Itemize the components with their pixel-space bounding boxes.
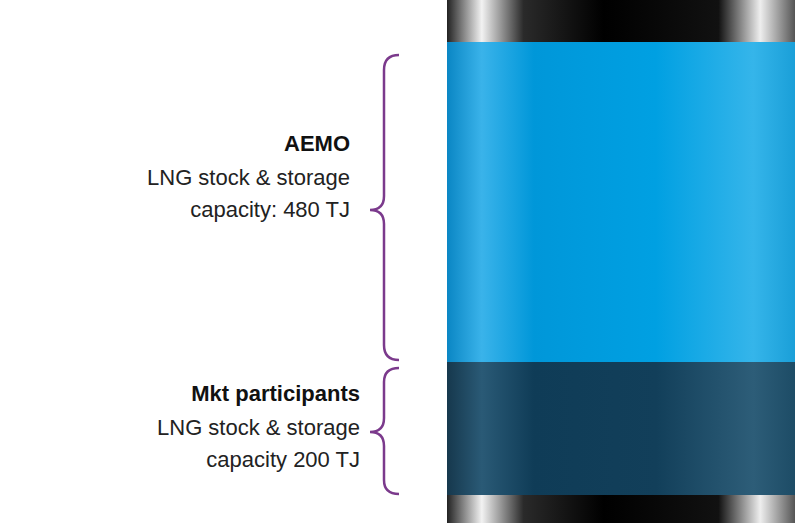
group-heading: Mkt participants [20,378,360,410]
participant-storage-band [447,362,795,495]
tank-bottom-band [447,495,795,523]
group-heading: AEMO [10,128,350,160]
tank-top-band [447,0,795,42]
bracket [370,368,399,494]
aemo-storage-band [447,42,795,362]
capacity-note: LNG stock & storage capacity 200 TJ [148,412,360,476]
bracket [370,55,399,360]
capacity-note: LNG stock & storage capacity: 480 TJ [138,162,350,226]
